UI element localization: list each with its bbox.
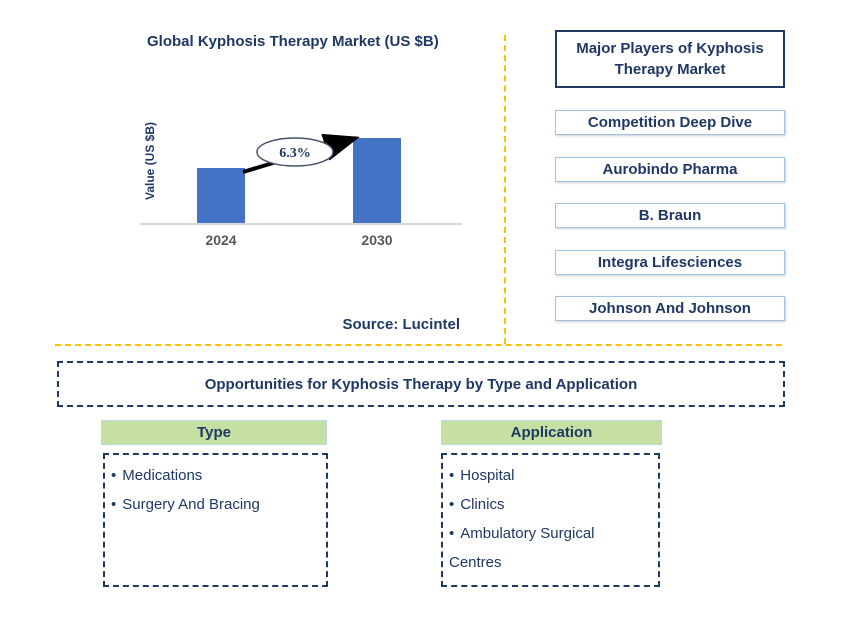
bullet-icon: • <box>449 496 455 513</box>
bullet-icon: • <box>449 525 455 542</box>
list-item: • Clinics <box>449 490 641 519</box>
list-item: • Hospital <box>449 461 641 490</box>
bullet-icon: • <box>111 496 117 513</box>
chart-title: Global Kyphosis Therapy Market (US $B) <box>147 33 439 50</box>
players-panel-title: Major Players of Kyphosis Therapy Market <box>555 30 785 88</box>
source-note: Source: Lucintel <box>342 316 460 333</box>
list-item: • Medications <box>111 461 303 490</box>
list-item-label: Clinics <box>460 496 505 513</box>
application-list: •Hospital •Clinics •Ambulatory Surgical … <box>449 461 652 577</box>
horizontal-divider <box>55 344 782 346</box>
bullet-icon: • <box>449 467 455 484</box>
player-item-competition-deep-dive: Competition Deep Dive <box>555 110 785 135</box>
opportunities-banner: Opportunities for Kyphosis Therapy by Ty… <box>57 361 785 407</box>
type-list: • Medications • Surgery And Bracing <box>111 461 320 519</box>
x-tick-2030: 2030 <box>361 232 393 248</box>
bar-chart-plot-area <box>140 100 462 225</box>
player-item-johnson-and-johnson: Johnson And Johnson <box>555 296 785 321</box>
list-item-label: Medications <box>122 467 203 484</box>
list-item: •Ambulatory Surgical Centres <box>449 519 641 577</box>
type-column-header: Type <box>101 420 327 445</box>
vertical-divider <box>504 35 506 344</box>
bullet-icon: • <box>111 467 117 484</box>
player-item-integra-lifesciences: Integra Lifesciences <box>555 250 785 275</box>
list-item-label: Ambulatory Surgical Centres <box>449 525 595 571</box>
list-item-label: Surgery And Bracing <box>122 496 260 513</box>
list-item-label: Hospital <box>460 467 515 484</box>
application-column-header: Application <box>441 420 662 445</box>
application-list-box: •Hospital •Clinics •Ambulatory Surgical … <box>441 453 660 587</box>
player-item-aurobindo-pharma: Aurobindo Pharma <box>555 157 785 182</box>
player-item-b-braun: B. Braun <box>555 203 785 228</box>
x-tick-2024: 2024 <box>205 232 237 248</box>
type-list-box: • Medications • Surgery And Bracing <box>103 453 328 587</box>
bar-2030 <box>353 138 401 223</box>
bar-2024 <box>197 167 245 223</box>
list-item: • Surgery And Bracing <box>111 490 303 519</box>
